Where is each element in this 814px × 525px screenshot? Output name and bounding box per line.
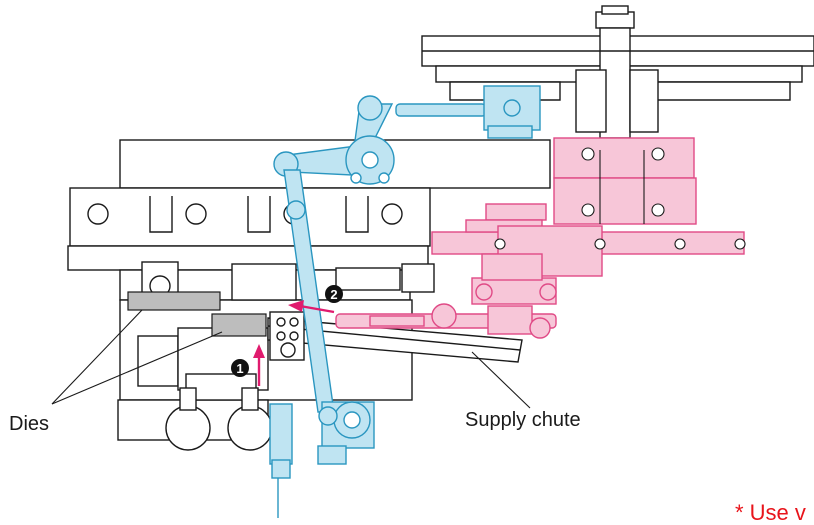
blue-linkage: [269, 85, 541, 518]
svg-text:2: 2: [330, 287, 337, 302]
step-marker-2: 2: [325, 285, 343, 303]
lower-die: [211, 313, 267, 337]
machine-body: [67, 139, 551, 451]
top-drive-assembly: [421, 5, 814, 139]
footnote-partial: * Use v: [735, 500, 806, 525]
dies-leader-upper: [51, 309, 143, 405]
pink-assembly: [335, 137, 745, 339]
upper-die: [127, 291, 221, 311]
dies: [127, 291, 267, 337]
supply-chute-label: Supply chute: [465, 409, 581, 431]
dies-leader-lower: [51, 331, 223, 405]
supply-chute: [267, 311, 523, 363]
svg-text:1: 1: [236, 361, 243, 376]
pink-details: [494, 147, 746, 250]
step-marker-1: 1: [231, 359, 249, 377]
leader-lines: [51, 309, 531, 409]
supply-chute-leader: [471, 351, 531, 409]
motion-arrows: [253, 300, 335, 386]
dies-label: Dies: [9, 413, 50, 435]
